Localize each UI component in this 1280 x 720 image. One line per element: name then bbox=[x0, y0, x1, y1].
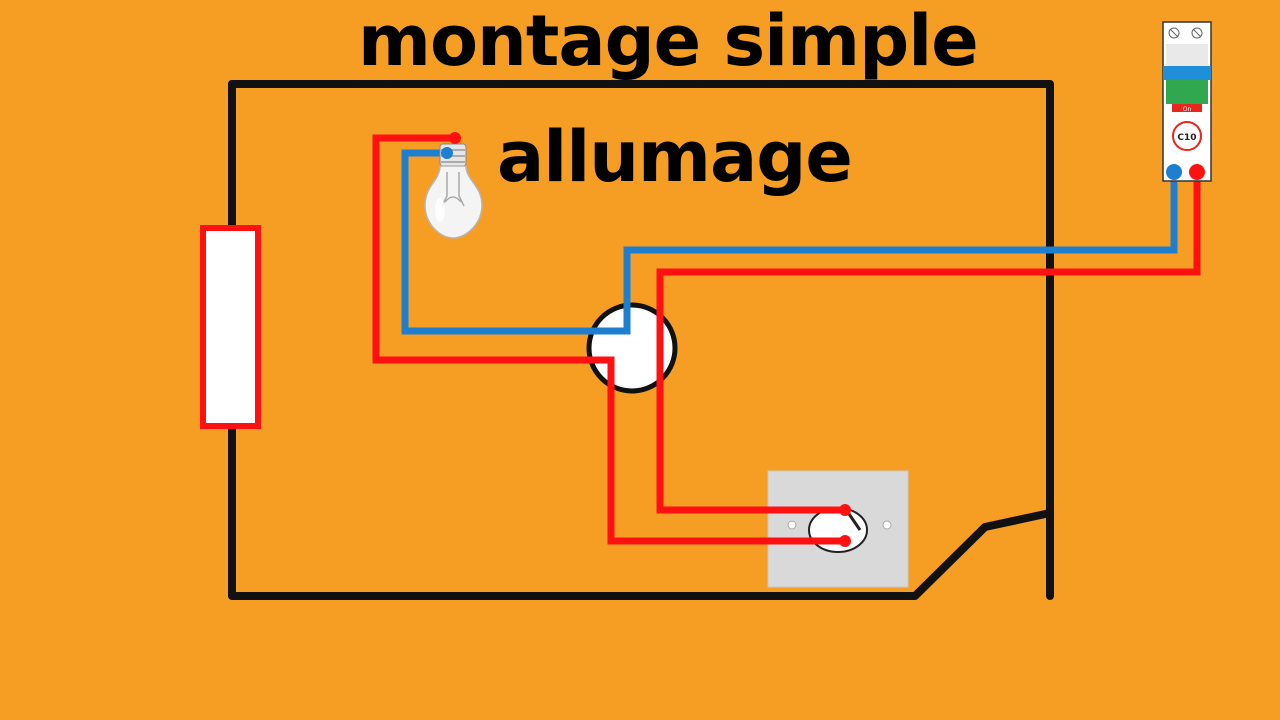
breaker-terminal-phase bbox=[1189, 164, 1205, 180]
title-line-1: montage simple bbox=[358, 0, 979, 82]
switch-terminal-out bbox=[839, 535, 851, 547]
breaker-state-label: On bbox=[1183, 106, 1192, 113]
switch-screw-left bbox=[787, 520, 797, 530]
lamp-terminal-neutral bbox=[441, 147, 453, 159]
switch-screw-right bbox=[882, 520, 892, 530]
breaker-terminal-neutral bbox=[1166, 164, 1182, 180]
switch-terminal-in bbox=[839, 504, 851, 516]
neutral-wire-breaker-to-lamp bbox=[401, 149, 1178, 335]
breaker-rating-label: C10 bbox=[1177, 133, 1196, 143]
title-line-2: allumage bbox=[497, 116, 853, 198]
room-wall-top-right bbox=[228, 80, 1054, 600]
breaker-handle bbox=[1163, 66, 1211, 80]
phase-wire-breaker-to-switch bbox=[656, 167, 1201, 514]
window bbox=[200, 225, 261, 429]
light-bulb-icon bbox=[424, 143, 483, 239]
lamp-terminal-phase bbox=[449, 132, 461, 144]
return-wire-switch-to-lamp bbox=[372, 134, 845, 545]
circuit-breaker bbox=[1162, 21, 1212, 182]
